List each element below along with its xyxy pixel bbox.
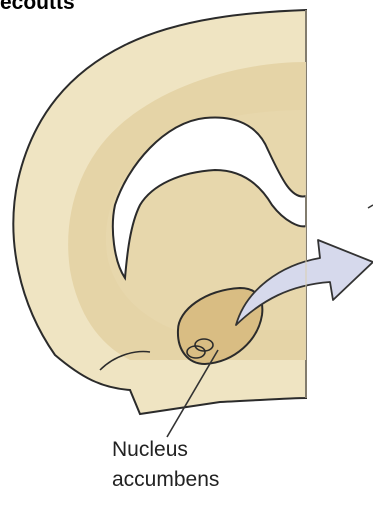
structure-label-line2: accumbens bbox=[112, 468, 219, 492]
edge-tick-mark bbox=[368, 205, 373, 208]
figure-title-fragment: ecoutts bbox=[0, 0, 75, 15]
structure-label-line1: Nucleus bbox=[112, 438, 188, 462]
